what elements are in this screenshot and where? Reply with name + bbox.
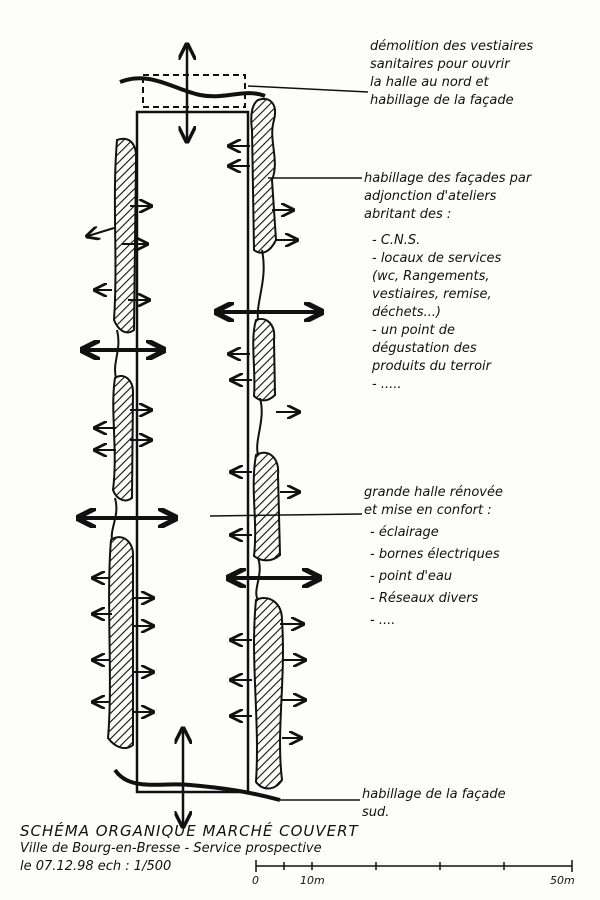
right-small-arrows bbox=[230, 146, 304, 738]
left-workshop-3 bbox=[106, 536, 135, 749]
leader-lines bbox=[209, 85, 369, 801]
drawing-subtitle: Ville de Bourg-en-Bresse - Service prosp… bbox=[20, 841, 322, 856]
left-small-arrows bbox=[88, 206, 152, 712]
north-facade-line bbox=[119, 76, 266, 99]
right-workshop-1 bbox=[250, 98, 278, 254]
scale-label-10m: 10m bbox=[300, 874, 325, 887]
scale-label-50m: 50m bbox=[550, 874, 575, 887]
note-programme-list: - C.N.S. - locaux de services (wc, Range… bbox=[372, 233, 502, 392]
title-block: SCHÉMA ORGANIQUE MARCHÉ COUVERT Ville de… bbox=[20, 822, 359, 876]
hall-outline bbox=[135, 110, 250, 794]
right-workshop-3 bbox=[252, 451, 282, 562]
drawing-title: SCHÉMA ORGANIQUE MARCHÉ COUVERT bbox=[20, 822, 359, 840]
drawing-date-scale: le 07.12.98 ech : 1/500 bbox=[20, 859, 172, 874]
scale-label-0: 0 bbox=[252, 874, 259, 887]
right-workshop-2 bbox=[252, 318, 277, 402]
note-grande-halle: grande halle rénovée et mise en confort … bbox=[364, 485, 503, 628]
left-workshop-1 bbox=[112, 137, 138, 334]
note-demolition: démolition des vestiaires sanitaires pou… bbox=[370, 39, 534, 108]
note-habillage-facades: habillage des façades par adjonction d'a… bbox=[364, 171, 532, 222]
south-facade-line bbox=[113, 768, 281, 802]
note-facade-sud: habillage de la façade sud. bbox=[362, 787, 506, 820]
scale-bar bbox=[255, 860, 573, 872]
right-workshop-4 bbox=[253, 597, 284, 790]
left-workshop-2 bbox=[111, 374, 135, 502]
